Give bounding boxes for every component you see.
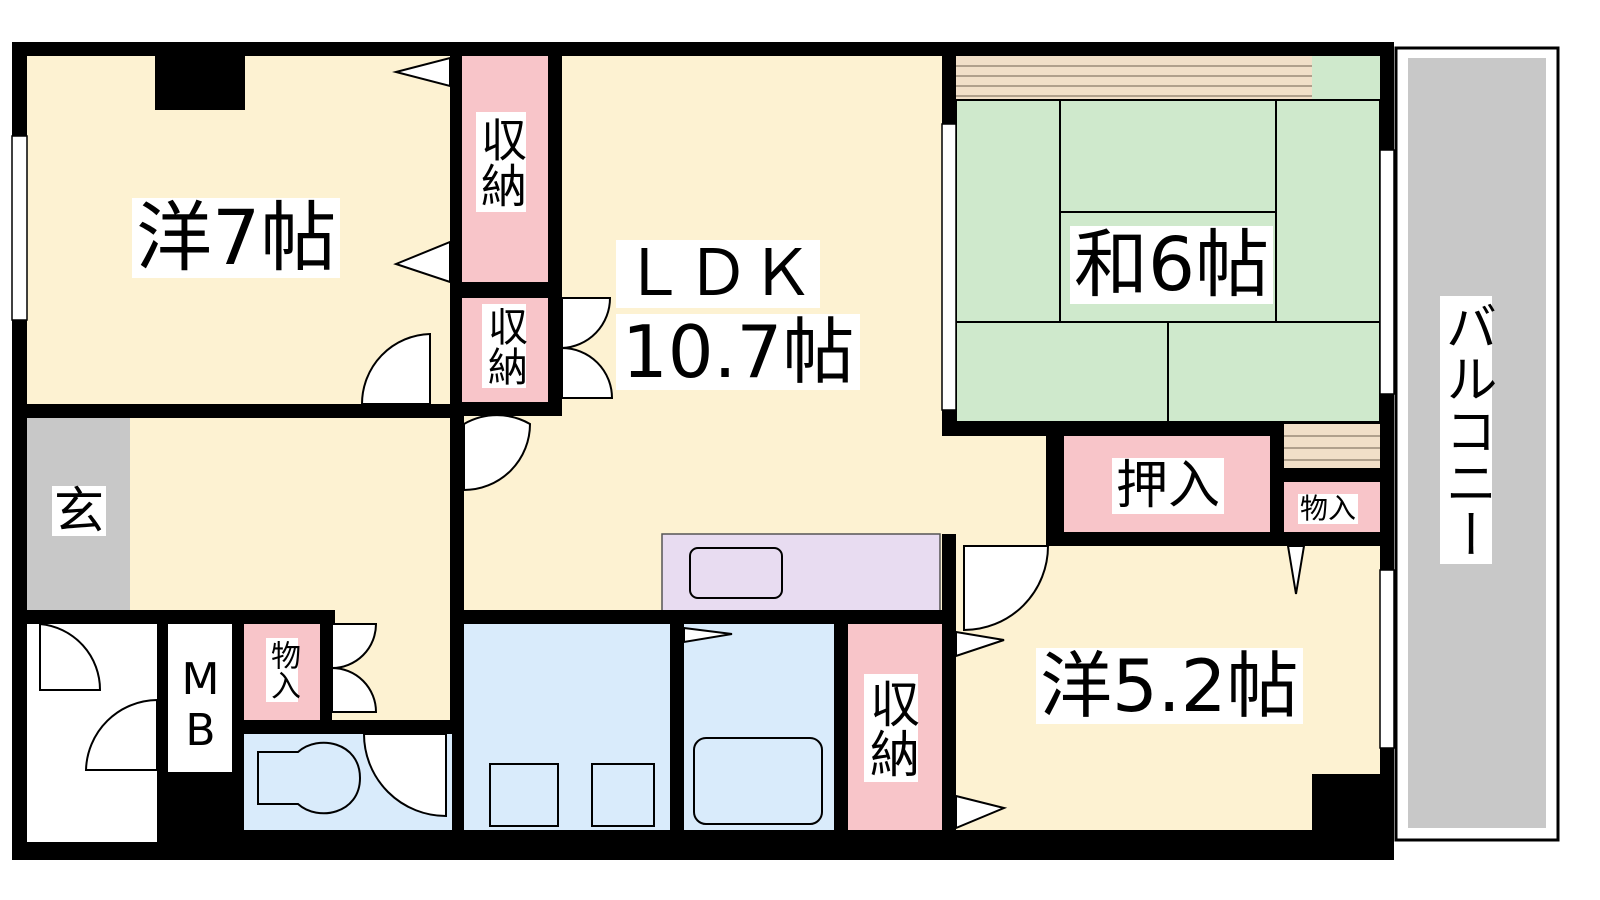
monoire-left-label: 物入 (265, 638, 300, 702)
toilet-fixture (257, 741, 362, 815)
room-label-western52: 洋5.2帖 (1036, 648, 1303, 724)
western52-floor-right (1300, 546, 1380, 774)
kitchen-sink (689, 547, 783, 599)
engawa-small-slats (1284, 435, 1380, 461)
bathtub (693, 737, 823, 825)
mb-label: MB (175, 652, 226, 758)
entrance-label: 玄 (52, 482, 106, 540)
washbasin (489, 763, 559, 827)
engawa-slats (956, 65, 1312, 97)
door-swings (39, 297, 1050, 818)
engawa-top (956, 56, 1312, 100)
room-label-ldk-name: ＬＤＫ (616, 240, 820, 308)
oshiire-label: 押入 (1112, 458, 1225, 514)
pillar-topleft (155, 42, 245, 110)
windows (11, 123, 1395, 749)
monoire-right-label: 物入 (1298, 492, 1359, 525)
balcony-label: バルコニー (1436, 296, 1496, 564)
room-label-western7: 洋7帖 (132, 198, 341, 278)
sliding-door-marks (392, 56, 1306, 830)
room-label-ldk-size: 10.7帖 (616, 314, 861, 390)
room-label-washitsu6: 和6帖 (1070, 226, 1274, 304)
washing-machine-pan (591, 763, 655, 827)
storage-label-top: 収納 (474, 112, 528, 212)
engawa-small (1284, 424, 1380, 468)
storage-label-bottom: 収納 (862, 674, 920, 782)
storage-label-mid: 収納 (481, 304, 527, 388)
